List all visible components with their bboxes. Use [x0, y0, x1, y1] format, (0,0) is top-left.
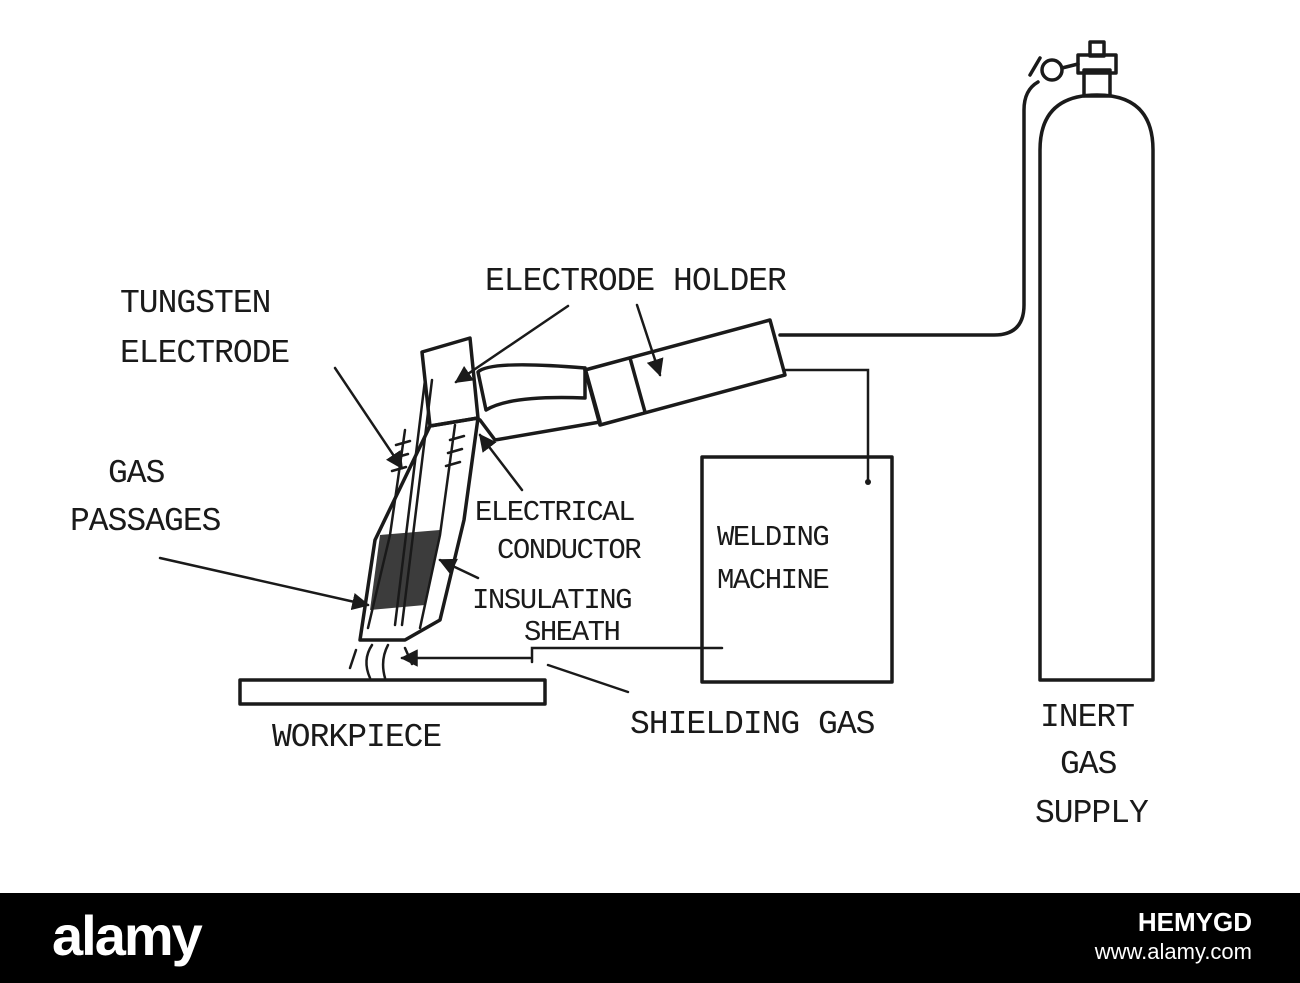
label-inert-gas-supply-3: SUPPLY: [1035, 795, 1149, 832]
label-electrical-conductor-2: CONDUCTOR: [497, 534, 641, 567]
electrode-holder: [476, 318, 787, 442]
gas-cylinder: [1028, 40, 1155, 682]
gas-hose: [778, 80, 1040, 337]
footer-info: HEMYGD www.alamy.com: [1095, 907, 1252, 967]
workpiece-plate: [238, 678, 547, 706]
brand-logo: alamy: [52, 904, 203, 967]
label-tungsten-electrode-2: ELECTRODE: [120, 335, 289, 372]
label-inert-gas-supply-2: GAS: [1060, 746, 1117, 783]
leader-arrows: [158, 303, 664, 694]
ground-lead: [530, 646, 724, 664]
label-electrical-conductor-1: ELECTRICAL: [475, 496, 634, 529]
label-electrode-holder: ELECTRODE HOLDER: [485, 263, 786, 300]
label-gas-passages-1: GAS: [108, 455, 165, 492]
footer-url: www.alamy.com: [1094, 939, 1252, 964]
label-inert-gas-supply-1: INERT: [1040, 699, 1134, 736]
label-tungsten-electrode-1: TUNGSTEN: [120, 285, 270, 322]
label-shielding-gas: SHIELDING GAS: [630, 706, 875, 743]
label-gas-passages-2: PASSAGES: [70, 503, 221, 540]
label-insulating-sheath-2: SHEATH: [524, 616, 620, 649]
watermark-footer: alamy HEMYGD www.alamy.com: [0, 893, 1300, 983]
power-lead: [783, 368, 870, 484]
label-welding-machine-1: WELDING: [717, 521, 828, 554]
label-insulating-sheath-1: INSULATING: [472, 584, 631, 617]
welding-machine-box: [700, 455, 894, 684]
label-workpiece: WORKPIECE: [272, 719, 441, 756]
torch: [348, 336, 480, 680]
label-welding-machine-2: MACHINE: [717, 564, 828, 597]
tig-welding-diagram: TUNGSTEN ELECTRODE ELECTRODE HOLDER GAS …: [70, 40, 1155, 832]
image-id: HEMYGD: [1137, 907, 1252, 937]
